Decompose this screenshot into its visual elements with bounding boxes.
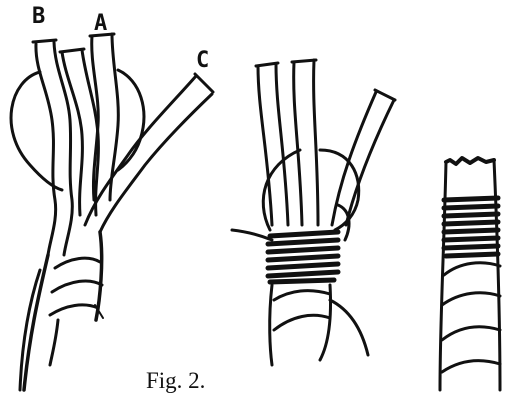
label-c: C	[196, 50, 209, 72]
rope-tail-2	[20, 270, 40, 390]
strand-2-mid	[294, 62, 302, 225]
strand-c-end	[195, 74, 213, 92]
strand-2-right-end	[375, 90, 395, 100]
rope-3-twist-4	[442, 361, 500, 372]
label-b: B	[32, 6, 45, 28]
loop-outline-right	[118, 70, 144, 170]
strand-b-end	[33, 40, 56, 42]
strand-middle-end	[60, 49, 84, 52]
panel-whipping-finished	[440, 158, 500, 390]
rope-3-right-edge	[494, 160, 500, 390]
rope-2-twist-1	[274, 291, 330, 300]
rope-3-twist-3	[442, 327, 500, 340]
rope-twist-3	[50, 305, 98, 315]
panel-whipping-started	[232, 60, 395, 365]
strand-2-right-edge	[346, 100, 394, 225]
rope-3-top-end	[446, 158, 494, 164]
whipping-turns	[268, 232, 338, 282]
strand-2-mid-end	[292, 60, 316, 62]
whipping-turns-finished	[444, 198, 498, 256]
strand-b-edge	[54, 42, 72, 255]
rope-2-twist-2	[274, 315, 330, 330]
rope-2-tail	[330, 300, 368, 355]
label-a: A	[94, 13, 107, 35]
strand-2-mid-edge	[314, 60, 318, 225]
rope-3-twist-2	[442, 293, 500, 305]
panel-strands-laid-up	[11, 34, 213, 390]
rope-2-left-edge	[270, 285, 272, 365]
strand-2-left-edge	[276, 64, 288, 225]
rope-3-twist-1	[444, 263, 500, 275]
figure-caption: Fig. 2.	[146, 369, 205, 392]
rope-tail-1	[50, 320, 58, 365]
rope-2-right-edge	[320, 285, 331, 360]
rope-twist-1	[55, 258, 100, 268]
strand-b	[36, 44, 56, 255]
rope-twist-2	[52, 281, 102, 292]
whipping-line-free	[232, 230, 272, 240]
strand-2-left	[258, 66, 272, 225]
